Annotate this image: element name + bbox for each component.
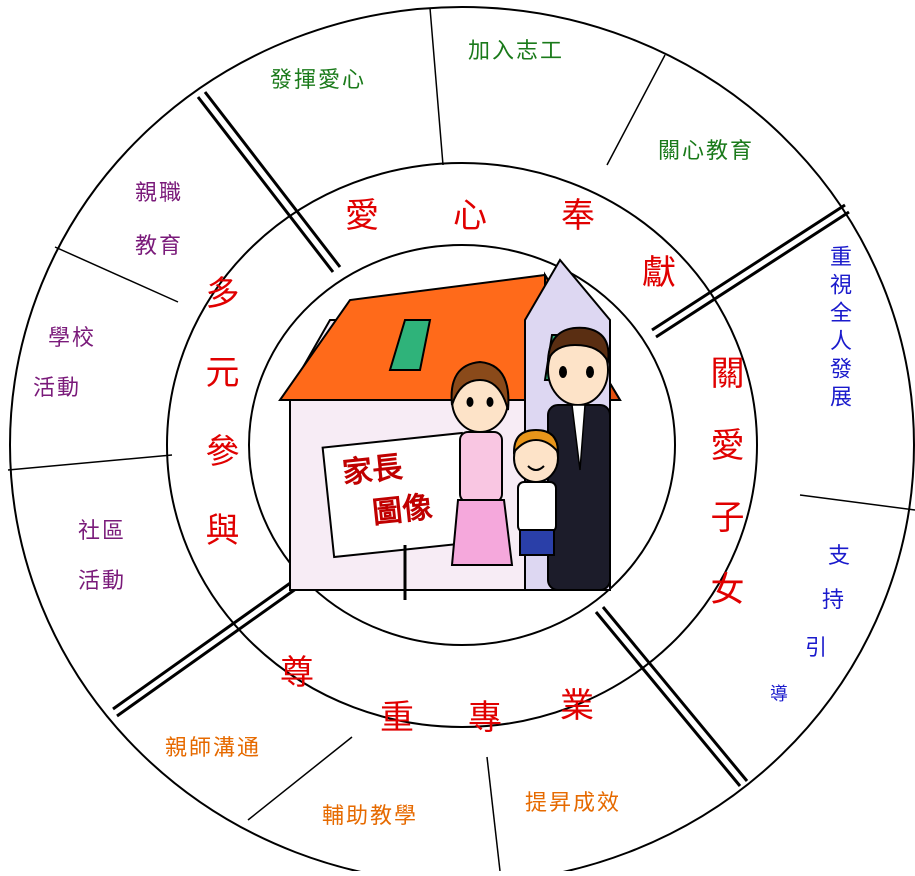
quadrant-separator-bottom-left [112, 572, 308, 718]
outer-label-right-lower-4: 導 [770, 684, 788, 705]
outer-label-left-mid-2: 活動 [33, 376, 82, 401]
outer-label-bottom-right: 提昇成效 [525, 791, 622, 816]
outer-label-top: 加入志工 [468, 39, 565, 64]
outer-label-bottom-left: 親師溝通 [165, 736, 262, 761]
outer-label-right-lower-2: 持 [822, 588, 847, 613]
sign-line-1: 家長 [340, 449, 405, 492]
inner-label-top-end: 獻 [642, 253, 676, 293]
outer-label-left-upper-1: 親職 [135, 181, 184, 206]
outer-label-right-upper: 重視全人發展 [826, 245, 851, 413]
middle-ring [166, 162, 758, 728]
family-illustration [450, 326, 611, 591]
inner-label-bottom-right: 業 [560, 686, 594, 726]
inner-label-bottom-mid: 重 專 [380, 698, 512, 738]
outer-label-top-right: 關心教育 [658, 139, 755, 164]
outer-ring [9, 6, 915, 876]
inner-label-right: 關愛子女 [704, 355, 744, 643]
outer-label-bottom: 輔助教學 [322, 804, 419, 829]
outer-label-right-lower-3: 引 [805, 636, 830, 661]
inner-label-bottom-left: 尊 [280, 653, 314, 693]
outer-label-left-mid-1: 學校 [48, 326, 97, 351]
quadrant-separator-bottom-right [594, 606, 749, 787]
outer-label-left-lower-2: 活動 [78, 569, 127, 594]
inner-label-top: 愛 心 奉 [345, 196, 615, 236]
outer-label-top-left: 發揮愛心 [270, 68, 367, 93]
outer-label-left-upper-2: 教育 [135, 234, 184, 259]
outer-label-left-lower-1: 社區 [78, 519, 127, 544]
quadrant-separator-top-left [196, 91, 342, 273]
sign-line-2: 圖像 [370, 489, 435, 532]
inner-ring [248, 244, 676, 646]
inner-label-left: 多元參與 [199, 275, 239, 591]
quadrant-separator-top-right [651, 203, 850, 339]
outer-ring-dividers [7, 7, 915, 872]
outer-label-right-lower-1: 支 [828, 544, 853, 569]
